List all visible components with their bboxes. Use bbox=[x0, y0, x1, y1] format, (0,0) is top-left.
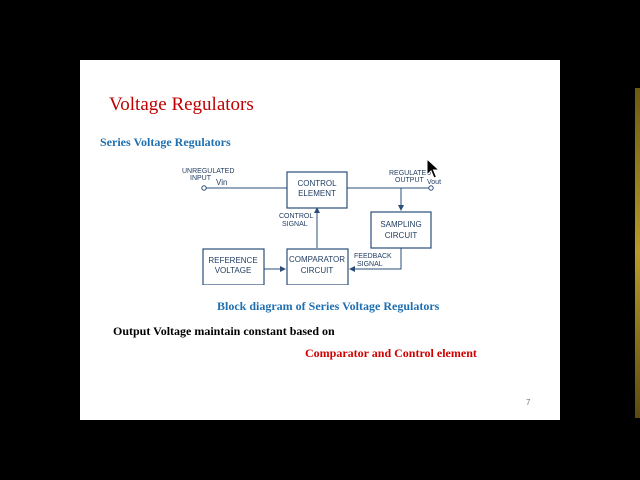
block-diagram: UNREGULATED INPUT Vin REGULATED OUTPUT V… bbox=[182, 168, 441, 285]
comparator-label-line2: CIRCUIT bbox=[301, 266, 334, 275]
reference-label-line2: VOLTAGE bbox=[215, 266, 252, 275]
slide: Voltage Regulators Series Voltage Regula… bbox=[80, 60, 560, 420]
input-label-line1: UNREGULATED bbox=[182, 168, 234, 175]
sampling-label-line2: CIRCUIT bbox=[385, 231, 418, 240]
vout-label: Vout bbox=[427, 179, 441, 186]
mouse-pointer-icon bbox=[426, 158, 440, 179]
background-edge bbox=[635, 88, 640, 418]
input-label-line2: INPUT bbox=[190, 175, 212, 182]
control-element-label-line2: ELEMENT bbox=[298, 189, 336, 198]
feedback-label-line2: SIGNAL bbox=[357, 261, 383, 268]
control-element-label-line1: CONTROL bbox=[297, 179, 337, 188]
control-signal-label-line1: CONTROL bbox=[279, 213, 313, 220]
control-element-block bbox=[286, 171, 348, 209]
comparator-circuit-block bbox=[286, 248, 349, 285]
output-label-line2: OUTPUT bbox=[395, 177, 425, 184]
slide-title: Voltage Regulators bbox=[109, 94, 254, 115]
output-label-line1: REGULATED bbox=[389, 170, 431, 177]
diagram-caption: Block diagram of Series Voltage Regulato… bbox=[217, 299, 440, 313]
feedback-label-line1: FEEDBACK bbox=[354, 253, 392, 260]
sampling-circuit-block bbox=[370, 211, 432, 249]
comparator-label-line1: COMPARATOR bbox=[289, 255, 345, 264]
vin-label: Vin bbox=[216, 178, 227, 187]
body-text-line2: Comparator and Control element bbox=[305, 346, 477, 360]
input-terminal bbox=[201, 185, 207, 191]
body-text-line1: Output Voltage maintain constant based o… bbox=[113, 324, 335, 338]
feedback-line bbox=[349, 248, 402, 272]
reference-voltage-block bbox=[202, 248, 265, 285]
control-signal-label-line2: SIGNAL bbox=[282, 221, 308, 228]
sampling-label-line1: SAMPLING bbox=[380, 220, 421, 229]
page-number: 7 bbox=[526, 398, 531, 407]
slide-subtitle: Series Voltage Regulators bbox=[100, 135, 231, 149]
reference-label-line1: REFERENCE bbox=[208, 256, 257, 265]
output-terminal bbox=[428, 185, 434, 191]
